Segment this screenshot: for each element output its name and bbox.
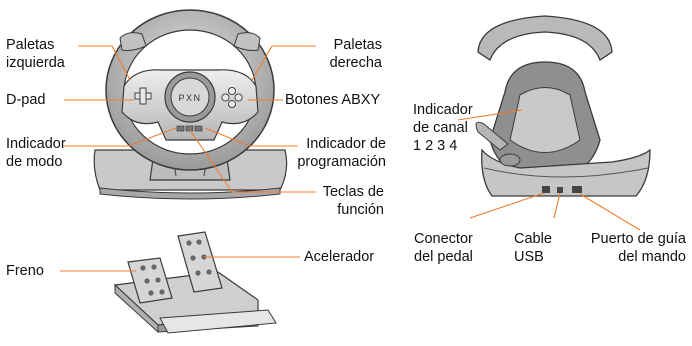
label-dpad: D-pad (6, 92, 46, 108)
pedal-port-icon (542, 186, 550, 193)
label-abxy: Botones ABXY (285, 92, 381, 108)
label-channel-indicator: Indicador de canal 1 2 3 4 (413, 102, 473, 154)
left-grip-icon (119, 32, 147, 51)
wheel-front-view (93, 9, 288, 200)
label-accelerator: Acelerador (304, 249, 375, 265)
abxy-buttons-icon (221, 86, 243, 109)
dpad-icon (134, 87, 152, 105)
clamp-knob-icon (475, 121, 509, 151)
leader-lines (60, 45, 641, 272)
controller-port-icon (572, 186, 582, 193)
foot-rest (159, 309, 277, 334)
label-brake: Freno (6, 263, 44, 279)
pedals-illustration (113, 231, 277, 334)
right-grip-icon (233, 32, 261, 51)
pxn-logo: PXN (178, 93, 201, 103)
accelerator-pedal-icon (177, 231, 223, 293)
usb-port-icon (557, 187, 563, 193)
wheel-rear-view (475, 15, 651, 197)
rear-wheel-rim (477, 15, 613, 61)
function-keys-icon (176, 125, 203, 132)
